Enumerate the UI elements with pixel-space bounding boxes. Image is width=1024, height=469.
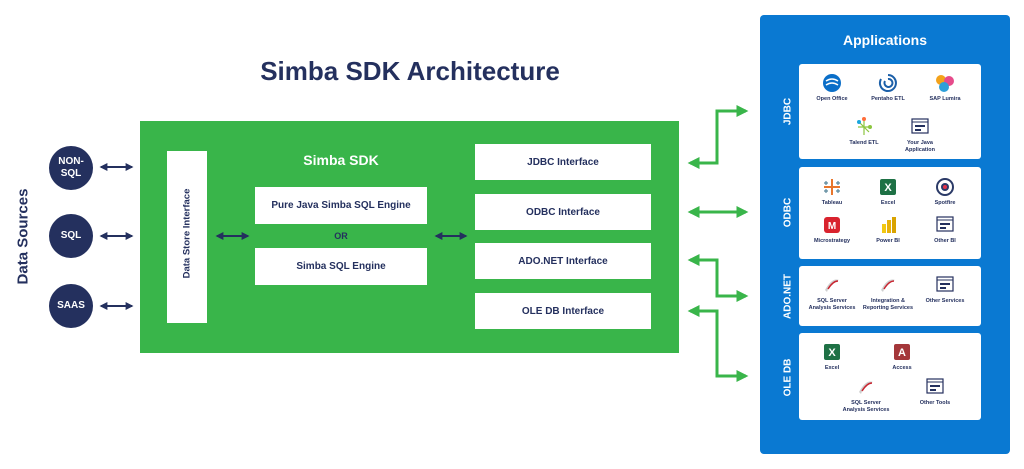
app-spotfire: Spotfire: [915, 176, 975, 207]
engine-pure-java: Pure Java Simba SQL Engine: [255, 187, 427, 224]
app-other-tools: Other Tools: [905, 376, 965, 407]
app-open-office: Open Office: [802, 72, 862, 103]
app-integration-reporting-services: Integration & Reporting Services: [858, 274, 918, 311]
sql-server-icon: [855, 376, 877, 398]
data-source-sql: SQL: [49, 214, 93, 258]
or-label: OR: [334, 231, 348, 241]
excel-icon: X: [877, 176, 899, 198]
pentaho-icon: [877, 72, 899, 94]
application-window-icon: [924, 376, 946, 398]
sap-lumira-icon: [934, 72, 956, 94]
oledb-interface: OLE DB Interface: [475, 293, 651, 329]
sql-server-icon: [877, 274, 899, 296]
application-window-icon: [909, 116, 931, 138]
app-tableau: Tableau: [802, 176, 862, 207]
data-source-saas: SAAS: [49, 284, 93, 328]
open-office-icon: [821, 72, 843, 94]
simba-sdk-title: Simba SDK: [303, 152, 379, 168]
odbc-interface: ODBC Interface: [475, 194, 651, 230]
app-sql-server-analysis-services: SQL Server Analysis Services: [802, 274, 862, 311]
adonet-interface: ADO.NET Interface: [475, 243, 651, 279]
app-excel: X Excel: [858, 176, 918, 207]
app-power-bi: Power BI: [858, 214, 918, 245]
application-window-icon: [934, 274, 956, 296]
app-your-java-application: Your Java Application: [890, 116, 950, 153]
app-access: A Access: [872, 341, 932, 372]
app-other-services: Other Services: [915, 274, 975, 305]
arrow-oledb: [687, 305, 749, 382]
excel-icon: X: [821, 341, 843, 363]
app-microstrategy: M Microstrategy: [802, 214, 862, 245]
svg-text:X: X: [884, 182, 892, 194]
arrow-jdbc: [687, 105, 749, 169]
application-window-icon: [934, 214, 956, 236]
svg-text:M: M: [828, 221, 836, 232]
app-pentaho-etl: Pentaho ETL: [858, 72, 918, 103]
sql-server-icon: [821, 274, 843, 296]
talend-icon: [853, 116, 875, 138]
svg-text:A: A: [898, 347, 906, 359]
data-store-interface-box: Data Store Interface: [167, 151, 207, 323]
app-sql-server-analysis-services-oledb: SQL Server Analysis Services: [836, 376, 896, 413]
tableau-icon: [821, 176, 843, 198]
spotfire-icon: [934, 176, 956, 198]
app-talend-etl: Talend ETL: [834, 116, 894, 147]
power-bi-icon: [877, 214, 899, 236]
diagram-title: Simba SDK Architecture: [260, 56, 560, 86]
microstrategy-icon: M: [821, 214, 843, 236]
app-excel-oledb: X Excel: [802, 341, 862, 372]
app-sap-lumira: SAP Lumira: [915, 72, 975, 103]
applications-title: Applications: [842, 32, 927, 48]
jdbc-interface: JDBC Interface: [475, 144, 651, 180]
adonet-group-panel: [799, 266, 981, 326]
access-icon: A: [891, 341, 913, 363]
arrow-adonet: [687, 254, 749, 302]
app-other-bi: Other BI: [915, 214, 975, 245]
data-source-non-sql: NON- SQL: [49, 146, 93, 190]
svg-text:X: X: [828, 347, 836, 359]
engine-simba-sql: Simba SQL Engine: [255, 248, 427, 285]
